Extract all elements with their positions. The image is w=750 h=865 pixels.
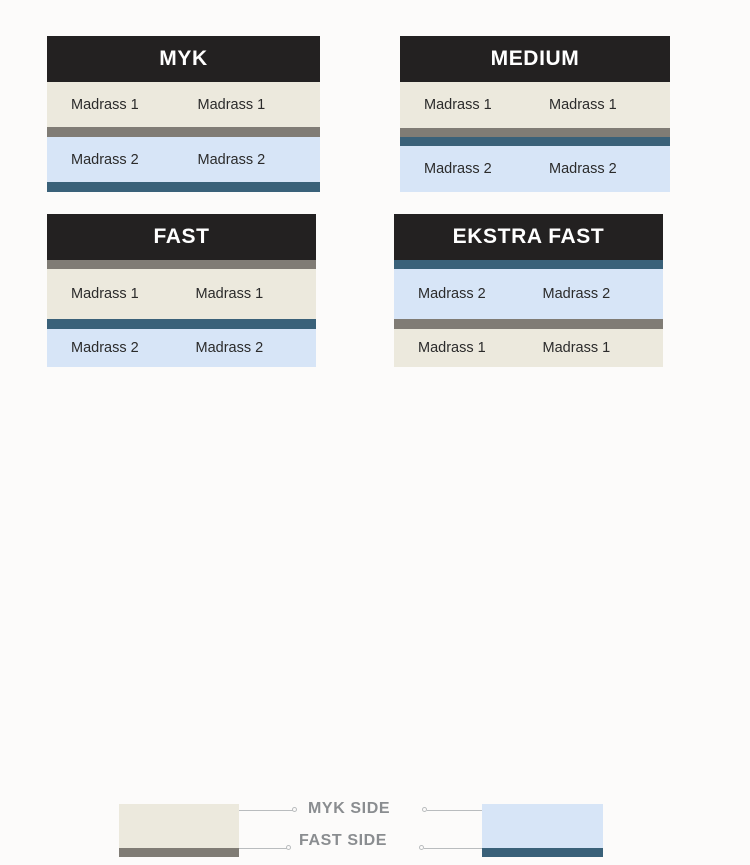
panel-ekstra-fast[interactable]: EKSTRA FAST Madrass 2 Madrass 2 Madrass … <box>394 214 663 367</box>
panel-title-medium: MEDIUM <box>400 36 670 82</box>
swatch-body-blue <box>482 804 603 848</box>
layer-label-left: Madrass 1 <box>71 96 139 113</box>
layer-label-right: Madrass 2 <box>549 161 617 177</box>
stripe-gray-medium <box>400 128 670 137</box>
stripe-gray-ekstra-fast <box>394 319 663 329</box>
layer-madrass-1-fast: Madrass 1 Madrass 1 <box>47 269 316 319</box>
swatch-stripe-gray <box>119 848 239 857</box>
layer-label-left: Madrass 1 <box>71 286 139 302</box>
layer-label-left: Madrass 1 <box>418 340 486 356</box>
layer-madrass-2-fast: Madrass 2 Madrass 2 <box>47 329 316 367</box>
legend-label-fast-side: FAST SIDE <box>299 832 388 849</box>
layer-madrass-1-myk: Madrass 1 Madrass 1 <box>47 82 320 127</box>
legend-label-myk-side: MYK SIDE <box>308 800 391 817</box>
stripe-gray-fast <box>47 260 316 269</box>
panel-myk[interactable]: MYK Madrass 1 Madrass 1 Madrass 2 Madras… <box>47 36 320 192</box>
layer-label-right: Madrass 1 <box>542 340 611 356</box>
legend: MYK SIDE FAST SIDE <box>0 395 750 857</box>
stripe-navy-myk <box>47 182 320 192</box>
panel-title-ekstra-fast: EKSTRA FAST <box>394 214 663 260</box>
layer-madrass-2-ekstra-fast: Madrass 2 Madrass 2 <box>394 269 663 319</box>
leader-node-fast-left <box>286 845 291 850</box>
layer-madrass-1-ekstra-fast: Madrass 1 Madrass 1 <box>394 329 663 367</box>
layer-label-right: Madrass 1 <box>549 97 617 113</box>
stripe-navy-fast <box>47 319 316 329</box>
layer-label-left: Madrass 2 <box>418 286 486 302</box>
panel-title-fast: FAST <box>47 214 316 260</box>
myk-side-swatch <box>119 804 239 857</box>
panel-medium[interactable]: MEDIUM Madrass 1 Madrass 1 Madrass 2 Mad… <box>400 36 670 192</box>
stripe-navy-ekstra-fast <box>394 260 663 269</box>
mattress-firmness-panel-grid: MYK Madrass 1 Madrass 1 Madrass 2 Madras… <box>0 0 750 390</box>
swatch-stripe-navy <box>482 848 603 857</box>
panel-fast[interactable]: FAST Madrass 1 Madrass 1 Madrass 2 Madra… <box>47 214 316 367</box>
leader-line-myk-left <box>239 810 294 811</box>
layer-madrass-1-medium: Madrass 1 Madrass 1 <box>400 82 670 128</box>
stripe-navy-medium <box>400 137 670 146</box>
stripe-gray-myk <box>47 127 320 137</box>
layer-label-right: Madrass 2 <box>195 340 264 356</box>
panel-title-myk: MYK <box>47 36 320 82</box>
layer-label-left: Madrass 1 <box>424 97 492 113</box>
layer-label-right: Madrass 1 <box>195 286 264 302</box>
layer-label-left: Madrass 2 <box>424 161 492 177</box>
layer-label-right: Madrass 1 <box>197 96 266 113</box>
layer-madrass-2-medium: Madrass 2 Madrass 2 <box>400 146 670 192</box>
layer-madrass-2-myk: Madrass 2 Madrass 2 <box>47 137 320 182</box>
layer-label-right: Madrass 2 <box>542 286 611 302</box>
layer-label-right: Madrass 2 <box>197 151 266 168</box>
swatch-body-beige <box>119 804 239 848</box>
leader-line-fast-left <box>239 848 287 849</box>
legend-label-group: MYK SIDE FAST SIDE <box>295 800 455 865</box>
layer-label-left: Madrass 2 <box>71 340 139 356</box>
layer-label-left: Madrass 2 <box>71 151 139 168</box>
fast-side-swatch <box>482 804 603 857</box>
